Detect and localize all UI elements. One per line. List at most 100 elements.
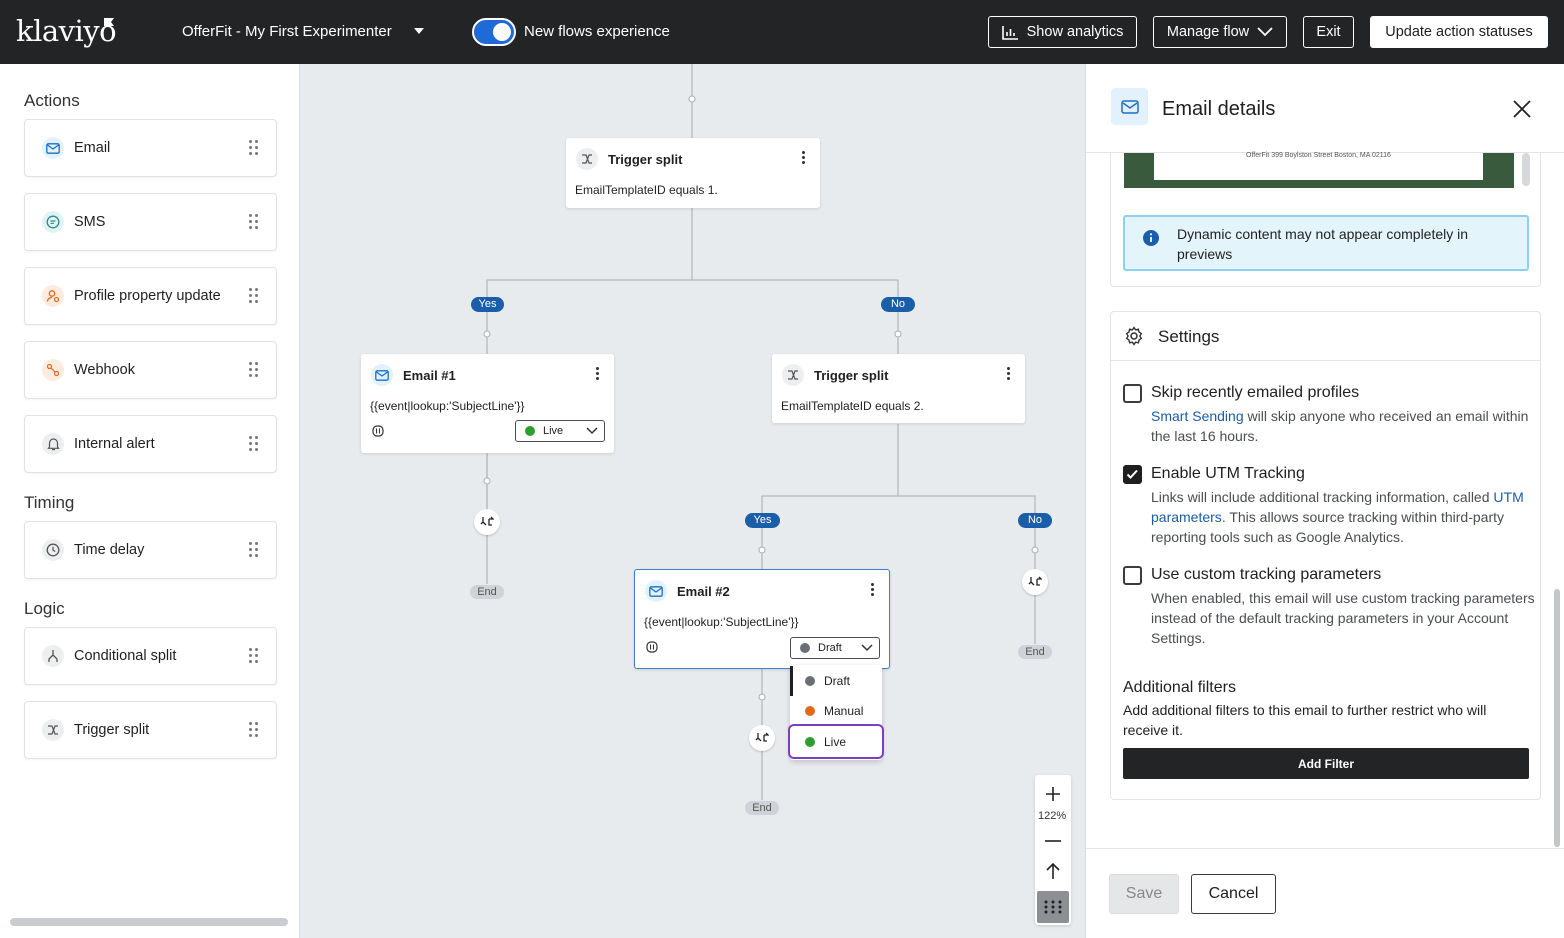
gear-icon (1125, 326, 1143, 346)
sidebar-item-label: SMS (74, 214, 106, 230)
email1-status-select[interactable]: Live (515, 420, 605, 442)
enable-utm-tracking-desc: Links will include additional tracking i… (1151, 487, 1536, 547)
kebab-menu-icon[interactable] (871, 583, 875, 597)
drag-handle-icon[interactable] (249, 288, 259, 304)
panel-footer: Save Cancel (1086, 848, 1564, 938)
additional-filters-title: Additional filters (1123, 679, 1236, 696)
split-icon (42, 645, 64, 667)
email-preview-thumbnail[interactable]: OfferFit 399 Boylston Street Boston, MA … (1124, 152, 1514, 188)
klaviyo-logo[interactable]: klaviyo (16, 14, 117, 48)
sidebar-item-label: Internal alert (74, 436, 155, 452)
sidebar-item-label: Conditional split (74, 648, 177, 664)
bar-chart-icon (1001, 25, 1018, 40)
logo-flag-icon (104, 18, 114, 26)
email2-exit-split-icon[interactable] (749, 725, 775, 751)
trigger-split-icon (782, 364, 804, 386)
sidebar-item-trigger-split[interactable]: Trigger split (24, 701, 277, 759)
sidebar-item-profile-property-update[interactable]: Profile property update (24, 267, 277, 325)
horizontal-scrollbar[interactable] (10, 918, 288, 926)
drag-handle-icon[interactable] (249, 140, 259, 156)
mail-icon (645, 580, 667, 602)
info-banner: Dynamic content may not appear completel… (1123, 215, 1529, 271)
manage-flow-label: Manage flow (1166, 24, 1250, 40)
node-title: Email #2 (677, 584, 730, 599)
zoom-in-icon[interactable] (1044, 785, 1062, 803)
email-details-panel: Email details OfferFit 399 Boylston Stre… (1085, 64, 1564, 938)
skip-recently-emailed-checkbox[interactable] (1123, 384, 1142, 403)
status-value: Live (543, 425, 564, 437)
panel-scrollbar[interactable] (1554, 589, 1560, 847)
chevron-down-icon[interactable] (414, 28, 424, 34)
chevron-down-icon (1257, 27, 1273, 37)
sidebar-item-webhook[interactable]: Webhook (24, 341, 277, 399)
clock-icon (42, 539, 64, 561)
custom-tracking-checkbox[interactable] (1123, 566, 1142, 585)
add-filter-button[interactable]: Add Filter (1123, 748, 1529, 779)
status-dropdown-menu: Draft Manual Live (788, 665, 884, 760)
zoom-controls: 122% (1035, 775, 1071, 925)
toggle-label: New flows experience (524, 23, 670, 40)
drag-handle-icon[interactable] (249, 214, 259, 230)
sidebar-item-internal-alert[interactable]: Internal alert (24, 415, 277, 473)
sidebar-item-label: Time delay (74, 542, 145, 558)
sidebar-item-label: Email (74, 140, 111, 156)
update-statuses-label: Update action statuses (1385, 24, 1533, 40)
email-node-2[interactable]: Email #2 {{event|lookup:'SubjectLine'}} … (634, 569, 890, 669)
new-flows-toggle[interactable] (472, 18, 516, 46)
drag-handle-icon[interactable] (249, 648, 259, 664)
node-title: Trigger split (608, 152, 683, 167)
cancel-button[interactable]: Cancel (1191, 874, 1276, 914)
draft-status-icon (800, 643, 810, 653)
update-action-statuses-button[interactable]: Update action statuses (1370, 16, 1548, 48)
end-tag: End (745, 801, 779, 815)
grid-toggle-button[interactable] (1037, 891, 1069, 923)
drag-handle-icon[interactable] (249, 362, 259, 378)
manual-status-icon (805, 706, 815, 716)
webhook-icon (42, 359, 64, 381)
save-button[interactable]: Save (1109, 874, 1179, 914)
mail-icon (42, 137, 64, 159)
sidebar-item-label: Webhook (74, 362, 135, 378)
email2-status-select[interactable]: Draft (790, 637, 880, 659)
status-option-draft[interactable]: Draft (790, 666, 882, 696)
flow-name[interactable]: OfferFit - My First Experimenter (182, 23, 392, 40)
utm-parameters-link[interactable]: UTM parameters (1151, 489, 1524, 525)
trigger-split-node-2[interactable]: Trigger split EmailTemplateID equals 2. (772, 354, 1025, 423)
kebab-menu-icon[interactable] (1007, 367, 1011, 381)
email-node-1[interactable]: Email #1 {{event|lookup:'SubjectLine'}} … (361, 354, 614, 453)
preview-scrollbar[interactable] (1522, 153, 1530, 186)
exit-button[interactable]: Exit (1303, 16, 1354, 48)
no-branch-split-icon[interactable] (1022, 569, 1048, 595)
sidebar-item-email[interactable]: Email (24, 119, 277, 177)
sidebar-item-time-delay[interactable]: Time delay (24, 521, 277, 579)
kebab-menu-icon[interactable] (596, 367, 600, 381)
kebab-menu-icon[interactable] (802, 151, 806, 165)
smart-sending-link[interactable]: Smart Sending (1151, 408, 1244, 424)
sidebar-item-conditional-split[interactable]: Conditional split (24, 627, 277, 685)
settings-divider (1111, 360, 1540, 361)
zoom-out-icon[interactable] (1044, 839, 1062, 843)
drag-handle-icon[interactable] (249, 436, 259, 452)
email-subject: {{event|lookup:'SubjectLine'}} (644, 615, 799, 629)
chevron-down-icon (861, 644, 873, 652)
trigger-split-node-1[interactable]: Trigger split EmailTemplateID equals 1. (566, 138, 820, 208)
drag-handle-icon[interactable] (249, 722, 259, 738)
panel-header: Email details (1086, 64, 1564, 153)
node-condition: EmailTemplateID equals 1. (575, 183, 718, 197)
option-label: Draft (824, 674, 851, 688)
status-option-live[interactable]: Live (788, 724, 884, 759)
preview-footer-address: OfferFit 399 Boylston Street Boston, MA … (1246, 152, 1391, 159)
flow-canvas[interactable]: Trigger split EmailTemplateID equals 1. … (301, 64, 1084, 938)
arrow-up-icon[interactable] (1045, 862, 1061, 880)
manage-flow-button[interactable]: Manage flow (1153, 16, 1287, 48)
preview-card: OfferFit 399 Boylston Street Boston, MA … (1110, 152, 1541, 287)
enable-utm-tracking-checkbox[interactable] (1123, 465, 1142, 484)
close-icon[interactable] (1513, 100, 1531, 118)
email-subject: {{event|lookup:'SubjectLine'}} (370, 399, 525, 413)
email1-exit-split-icon[interactable] (474, 509, 500, 535)
drag-handle-icon[interactable] (249, 542, 259, 558)
show-analytics-button[interactable]: Show analytics (988, 16, 1137, 48)
custom-tracking-label: Use custom tracking parameters (1151, 566, 1382, 583)
sidebar-item-sms[interactable]: SMS (24, 193, 277, 251)
status-option-manual[interactable]: Manual (790, 696, 882, 726)
